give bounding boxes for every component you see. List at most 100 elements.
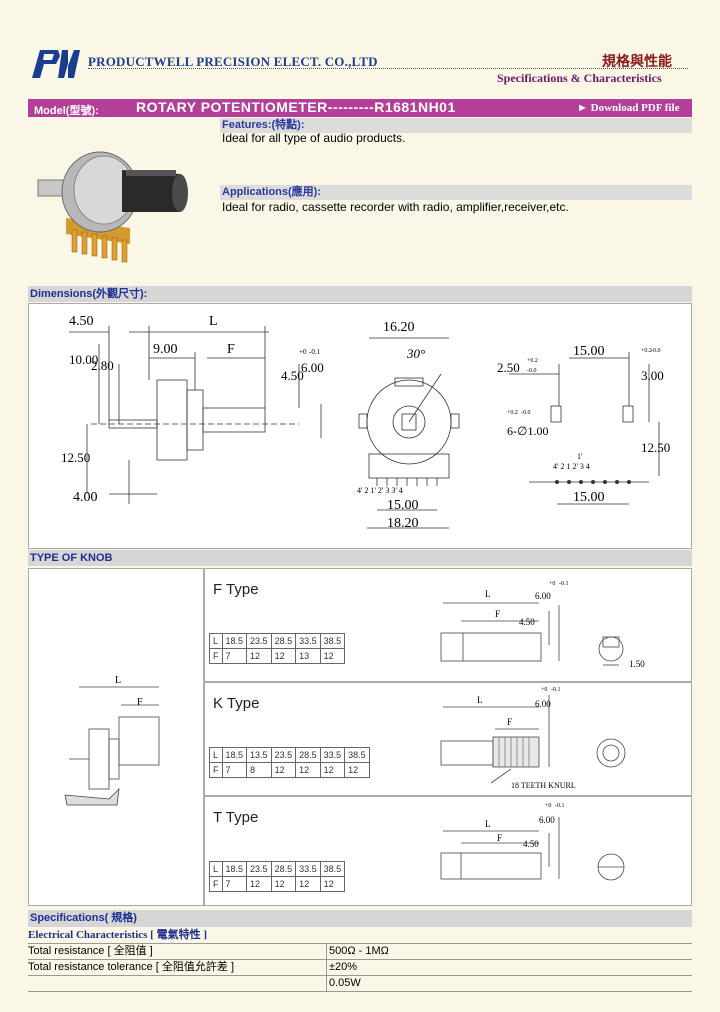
spec-value: 500Ω - 1MΩ <box>326 944 389 959</box>
k-type-title: K Type <box>213 695 260 712</box>
table-cell: 7 <box>221 876 248 892</box>
dimensions-heading: Dimensions(外觀尺寸): <box>28 286 692 302</box>
dim-tol: +0.2 <box>641 348 652 354</box>
dim-tol: -0.0 <box>521 410 531 416</box>
page-subtitle: Specifications & Characteristics <box>497 71 662 85</box>
table-cell: L <box>209 633 223 649</box>
table-cell: 38.5 <box>319 861 346 877</box>
table-cell: F <box>209 648 223 664</box>
table-cell: 12 <box>246 876 272 892</box>
table-cell: 12 <box>319 876 346 892</box>
k-dim-tol: +0 <box>541 687 548 693</box>
dim-label: 15.00 <box>573 344 605 359</box>
t-dim-F: F <box>497 833 503 843</box>
dim-tol: +0.2 <box>527 358 538 364</box>
model-title: ROTARY POTENTIOMETER---------R1681NH01 <box>136 99 456 115</box>
table-cell: 12 <box>270 762 297 778</box>
table-cell: F <box>209 762 223 778</box>
t-dim-L: L <box>485 819 491 829</box>
table-cell: 38.5 <box>319 633 346 649</box>
dim-tol: +0 <box>299 348 307 356</box>
f-dim-tol: -0.1 <box>559 581 569 587</box>
table-cell: L <box>209 747 223 763</box>
specifications-heading: Specifications( 規格) <box>28 910 692 927</box>
dim-label: 15.00 <box>573 490 605 505</box>
dim-label: 16.20 <box>383 320 415 335</box>
dim-tol: -0.0 <box>651 348 661 354</box>
dim-label: 4.00 <box>73 490 98 505</box>
table-cell: 28.5 <box>295 747 321 763</box>
dim-label: 15.00 <box>387 498 419 513</box>
t-dim-d: 6.00 <box>539 815 555 825</box>
t-dim-tol: -0.1 <box>555 803 565 809</box>
f-dim-L: L <box>485 589 491 599</box>
f-dim-h: 4.50 <box>519 617 535 627</box>
dim-label: 30° <box>407 346 426 361</box>
features-text: Ideal for all type of audio products. <box>222 131 406 145</box>
dim-label: 6.00 <box>301 360 324 375</box>
spec-row: 0.05W <box>28 976 692 992</box>
dim-tol: -0.0 <box>527 368 537 374</box>
f-dim-d: 6.00 <box>535 591 551 601</box>
spec-name: Total resistance tolerance [ 全阻值允許差 ] <box>28 961 235 973</box>
company-logo <box>30 48 82 80</box>
company-name: PRODUCTWELL PRECISION ELECT. CO.,LTD <box>88 54 378 69</box>
pin-labels: 4' 2 1 2' 3 4 <box>553 462 590 471</box>
pin-labels: 1' <box>577 452 583 461</box>
dim-label: L <box>209 314 218 329</box>
dimensions-drawing: 4.50 L 9.00 F 10.00 2.80 4.50 6.00 +0 -0… <box>28 303 692 549</box>
table-cell: 13.5 <box>246 747 272 763</box>
spec-row: Total resistance tolerance [ 全阻值允許差 ] ±2… <box>28 960 692 976</box>
dim-label: F <box>227 342 235 357</box>
applications-heading: Applications(應用): <box>220 185 692 200</box>
table-cell: 7 <box>221 762 248 778</box>
t-dim-h: 4.50 <box>523 839 539 849</box>
table-cell: 12 <box>295 876 321 892</box>
dim-label: 4.50 <box>281 368 304 383</box>
spec-name: Total resistance [ 全阻值 ] <box>28 945 153 957</box>
dim-tol: +0.2 <box>507 410 518 416</box>
knob-heading: TYPE OF KNOB <box>28 550 692 566</box>
f-dim-tol: +0 <box>549 581 556 587</box>
table-cell: 23.5 <box>246 861 272 877</box>
table-cell: L <box>209 861 223 877</box>
download-pdf-link[interactable]: ► Download PDF file <box>577 102 680 114</box>
specs-cjk-title: 規格與性能 <box>602 55 672 70</box>
k-dim-L: L <box>477 695 483 705</box>
applications-text: Ideal for radio, cassette recorder with … <box>222 200 569 214</box>
table-cell: 18.5 <box>221 633 248 649</box>
dim-label: 12.50 <box>61 450 91 465</box>
spec-value: 0.05W <box>326 976 361 991</box>
k-dim-knurl: 18 TEETH KNURL <box>511 781 576 790</box>
f-type-title: F Type <box>213 581 259 598</box>
dim-label: 2.80 <box>91 358 114 373</box>
electrical-heading-text: Electrical Characteristics [ 電氣特性 ] <box>28 929 207 941</box>
table-cell: 12 <box>319 762 346 778</box>
table-cell: 12 <box>319 648 346 664</box>
dim-label: 12.50 <box>641 440 671 455</box>
table-cell: 18.5 <box>221 747 248 763</box>
header-divider <box>88 68 688 69</box>
table-cell: 12 <box>344 762 370 778</box>
k-dim-d: 6.00 <box>535 699 551 709</box>
table-cell: 33.5 <box>295 861 321 877</box>
knob-left-L: L <box>115 675 122 686</box>
model-bar: Model(型號): ROTARY POTENTIOMETER---------… <box>28 99 692 117</box>
table-cell: 28.5 <box>270 861 297 877</box>
dim-label: 4.50 <box>69 314 94 329</box>
table-cell: 7 <box>221 648 248 664</box>
table-cell: 23.5 <box>246 633 272 649</box>
k-dim-tol: -0.1 <box>551 687 561 693</box>
knob-left-F: F <box>137 697 143 708</box>
